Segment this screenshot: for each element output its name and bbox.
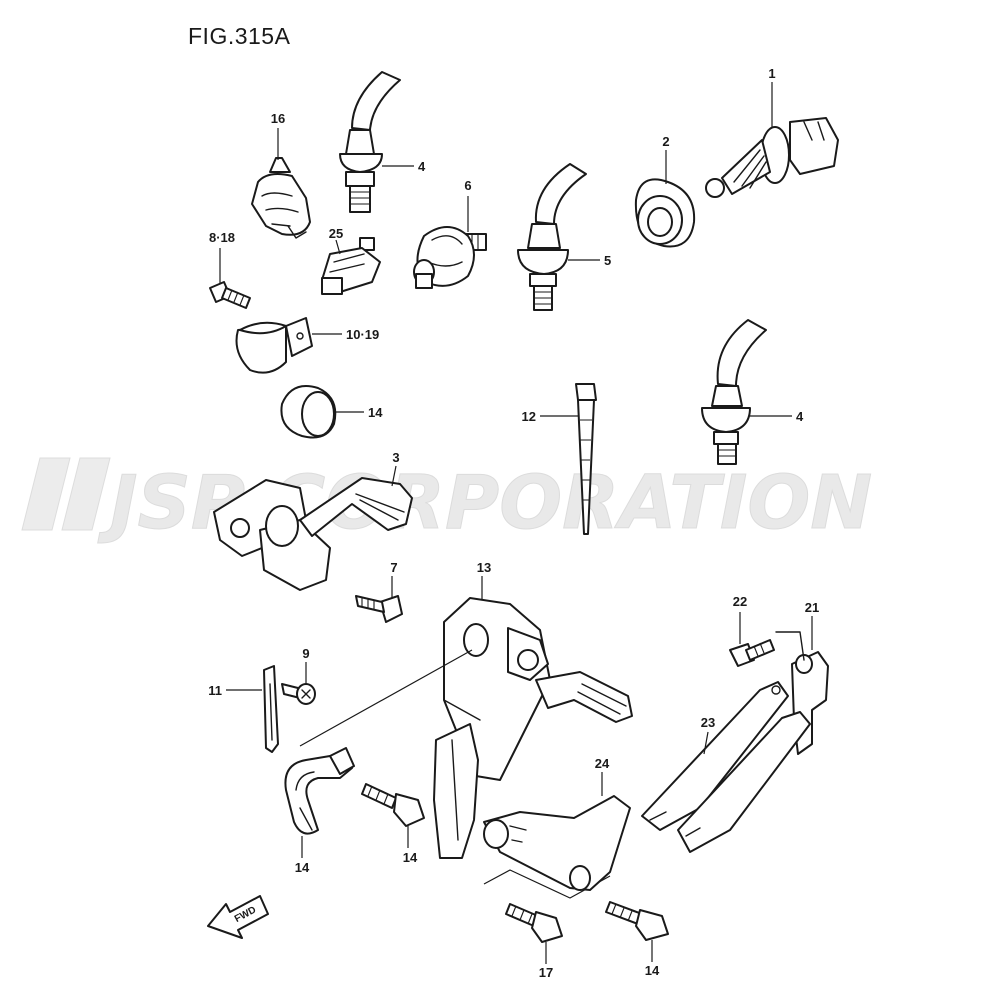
part-4-sensor-top[interactable]	[339, 71, 401, 213]
part-1-sensor[interactable]	[705, 117, 839, 198]
part-11-strap[interactable]	[263, 665, 279, 753]
part-3-bracket[interactable]	[213, 477, 413, 591]
callout-10-19: 10·19	[346, 327, 379, 342]
callout-17: 14	[368, 405, 383, 420]
callout-24: 24	[595, 756, 610, 771]
callout-11: 11	[208, 683, 222, 698]
callout-4-right: 4	[796, 409, 804, 424]
callout-2: 2	[662, 134, 669, 149]
callout-22: 22	[733, 594, 747, 609]
part-5-sensor[interactable]	[517, 163, 587, 311]
callout-23: 23	[701, 715, 715, 730]
part-14-bolt-bottom[interactable]	[605, 901, 669, 941]
part-7-bolt[interactable]	[355, 595, 403, 623]
callout-21: 21	[805, 600, 819, 615]
part-14-bolt-center[interactable]	[361, 783, 425, 827]
part-24-plate[interactable]	[483, 795, 631, 891]
callout-13: 13	[477, 560, 491, 575]
callout-25: 25	[329, 226, 343, 241]
forward-direction-arrow	[207, 895, 269, 939]
figure-title: FIG.315A	[188, 23, 291, 49]
part-20-clip[interactable]	[251, 157, 311, 239]
callout-1: 1	[768, 66, 775, 81]
callout-12: 12	[522, 409, 536, 424]
callout-4-top: 4	[418, 159, 426, 174]
part-23-lever[interactable]	[641, 681, 811, 853]
watermark-text: JSP CORPORATION	[97, 460, 872, 546]
callout-3: 3	[392, 450, 399, 465]
part-8-18-bolt[interactable]	[209, 281, 251, 309]
callout-20: 16	[271, 111, 285, 126]
part-4-sensor-right[interactable]	[701, 319, 767, 465]
part-17-grommet[interactable]	[280, 385, 337, 439]
callout-16: 14	[295, 860, 310, 875]
callout-5: 5	[604, 253, 611, 268]
part-10-19-clamp[interactable]	[235, 317, 313, 374]
part-25-clamp[interactable]	[321, 237, 381, 295]
part-15-bolt[interactable]	[505, 903, 563, 943]
callout-14-center: 14	[403, 850, 418, 865]
part-13-bracket[interactable]	[433, 597, 633, 859]
assembly-line-13-16	[299, 649, 473, 747]
callout-14-bottom: 14	[645, 963, 660, 978]
part-12-cable-tie[interactable]	[575, 383, 597, 535]
callout-7: 7	[390, 560, 397, 575]
callout-6: 6	[464, 178, 471, 193]
part-9-screw[interactable]	[281, 683, 316, 705]
watermark-logo	[21, 457, 111, 531]
part-6-switch[interactable]	[413, 226, 487, 289]
callout-8-18: 8·18	[209, 230, 235, 245]
callout-15: 17	[539, 965, 553, 980]
callout-9: 9	[302, 646, 309, 661]
part-2-grommet[interactable]	[634, 178, 696, 248]
part-16-clip[interactable]	[284, 747, 355, 835]
part-22-bolt[interactable]	[729, 639, 775, 667]
